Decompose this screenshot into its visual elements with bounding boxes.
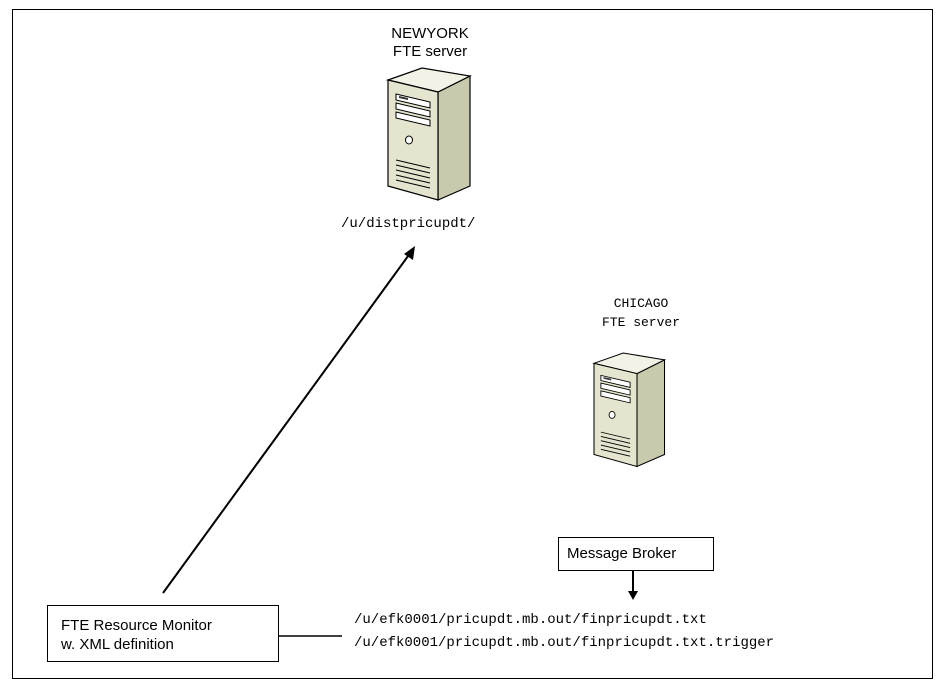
file-path-1: /u/efk0001/pricupdt.mb.out/finpricupdt.t… <box>354 612 707 628</box>
chicago-server-label: CHICAGO FTE server <box>596 294 686 332</box>
file-path-2: /u/efk0001/pricupdt.mb.out/finpricupdt.t… <box>354 635 775 651</box>
diagram-frame <box>12 9 933 679</box>
monitor-to-newyork-arrowhead <box>404 246 415 260</box>
chicago-server-icon <box>593 352 666 468</box>
resource-monitor-line2: w. XML definition <box>61 636 174 653</box>
newyork-role: FTE server <box>392 43 468 60</box>
newyork-server-icon <box>387 67 471 201</box>
message-broker-box: Message Broker <box>558 537 714 571</box>
chicago-name: CHICAGO <box>613 296 669 311</box>
chicago-role: FTE server <box>601 315 680 330</box>
monitor-to-newyork-arrow <box>162 251 412 594</box>
broker-down-arrowhead <box>628 591 638 600</box>
newyork-path: /u/distpricupdt/ <box>341 216 476 232</box>
resource-monitor-line1: FTE Resource Monitor <box>61 617 212 634</box>
newyork-server-label: NEWYORK FTE server <box>380 25 480 61</box>
resource-monitor-box: FTE Resource Monitor w. XML definition <box>47 605 279 662</box>
message-broker-label: Message Broker <box>567 545 677 562</box>
newyork-name: NEWYORK <box>391 25 469 42</box>
